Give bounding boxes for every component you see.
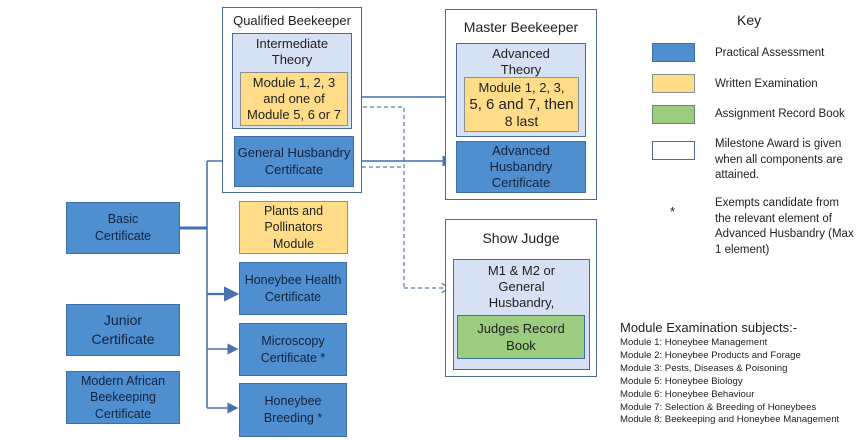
req-line: General: [498, 279, 545, 294]
req-line: M1 & M2 or: [487, 263, 556, 278]
advanced-theory-title-1: Advanced: [492, 46, 550, 61]
key-swatch-milestone: [652, 141, 695, 160]
exam-line: 8 last: [504, 113, 539, 129]
label-line: Plants and: [263, 203, 324, 218]
module-item: Module 1: Honeybee Management: [620, 337, 768, 348]
plants-and-pollinators-module[interactable]: Plants and Pollinators Module: [239, 201, 348, 254]
exam-line: Module 5, 6 or 7: [247, 107, 341, 122]
label-line: Honeybee Health: [244, 272, 342, 287]
honeybee-breeding[interactable]: Honeybee Breeding *: [239, 383, 347, 437]
intermediate-theory-title-1: Intermediate: [255, 36, 329, 51]
label-line: when all components are: [715, 153, 843, 166]
module-examination-subjects: Module Examination subjects:- Module 1: …: [620, 320, 862, 427]
label-line: Exempts candidate from: [715, 197, 840, 209]
key-legend: Key Practical Assessment Written Examina…: [640, 0, 862, 270]
general-husbandry-certificate[interactable]: General Husbandry Certificate: [234, 136, 354, 187]
module-item: Module 6: Honeybee Behaviour: [620, 388, 755, 400]
req-line: Husbandry,: [488, 295, 555, 310]
label-line: Milestone Award is given: [715, 138, 842, 150]
show-judge-title: Show Judge: [482, 230, 560, 246]
exam-line: Module 1, 2, 3,: [478, 80, 565, 95]
honeybee-health-certificate[interactable]: Honeybee Health Certificate: [239, 262, 347, 315]
exam-line: and one of: [263, 91, 325, 106]
junior-certificate[interactable]: Junior Certificate: [66, 304, 180, 356]
key-swatch-assignment: [652, 105, 695, 124]
label-line: the relevant element of: [715, 212, 832, 225]
modern-african-beekeeping-certificate[interactable]: Modern African Beekeeping Certificate: [66, 371, 180, 424]
intermediate-theory-title-2: Theory: [271, 52, 313, 67]
exam-line: Module 1, 2, 3: [252, 75, 336, 90]
key-label-asterisk: Exempts candidate from the relevant elem…: [715, 196, 854, 258]
judges-record-book[interactable]: Judges Record Book: [457, 315, 585, 359]
basic-certificate[interactable]: Basic Certificate: [66, 202, 180, 254]
master-beekeeper-award: Master Beekeeper Advanced Theory Module …: [445, 9, 597, 200]
advanced-theory-group: Advanced Theory Module 1, 2, 3, 5, 6 and…: [456, 43, 586, 137]
advanced-theory-title-2: Theory: [500, 62, 542, 77]
key-label-milestone: Milestone Award is given when all compon…: [715, 137, 843, 184]
advanced-husbandry-certificate[interactable]: Advanced Husbandry Certificate: [456, 141, 586, 193]
label-line: Basic: [107, 212, 139, 226]
show-judge-award: Show Judge M1 & M2 or General Husbandry,…: [445, 219, 597, 377]
key-swatch-written: [652, 74, 695, 93]
module-item: Module 2: Honeybee Products and Forage: [620, 349, 801, 361]
modules-title: Module Examination subjects:-: [620, 320, 798, 335]
label-line: Modern African: [80, 373, 166, 388]
master-beekeeper-title: Master Beekeeper: [463, 19, 579, 35]
show-judge-requirements: M1 & M2 or General Husbandry, Judges Rec…: [453, 259, 590, 370]
module-item: Module 8: Beekeeping and Honeybee Manage…: [620, 414, 840, 426]
label-line: Advanced: [492, 143, 550, 158]
exam-line: 5, 6 and 7, then: [469, 96, 574, 113]
intermediate-theory-exam[interactable]: Module 1, 2, 3 and one of Module 5, 6 or…: [240, 72, 348, 126]
label-line: Beekeeping: [89, 390, 157, 405]
label-line: Microscopy: [261, 333, 325, 348]
label-line: Advanced Husbandry (Max: [715, 228, 854, 241]
module-item: Module 5: Honeybee Biology: [620, 375, 743, 387]
label-line: General Husbandry: [237, 144, 351, 160]
key-swatch-practical: [652, 43, 695, 62]
asterisk-symbol: *: [670, 204, 676, 219]
key-label-practical: Practical Assessment: [715, 47, 825, 59]
label-line: Module: [273, 236, 314, 251]
label-line: 1 element): [715, 243, 770, 256]
qualified-beekeeper-award: Qualified Beekeeper Intermediate Theory …: [222, 7, 362, 193]
label-line: Judges Record: [477, 321, 565, 336]
label-line: Pollinators: [264, 220, 323, 235]
label-line: Certificate: [264, 289, 322, 304]
advanced-theory-exam[interactable]: Module 1, 2, 3, 5, 6 and 7, then 8 last: [464, 77, 579, 132]
label-line: Certificate: [94, 406, 152, 421]
label-line: Certificate: [94, 229, 152, 243]
label-line: Certificate: [91, 331, 155, 347]
label-line: Husbandry: [489, 159, 553, 174]
label-line: Certificate: [264, 161, 324, 177]
label-line: Certificate *: [260, 350, 326, 365]
label-line: Honeybee: [264, 394, 322, 408]
label-line: Book: [506, 338, 536, 353]
key-label-written: Written Examination: [715, 78, 818, 90]
label-line: Junior: [103, 312, 143, 328]
label-line: Breeding *: [263, 411, 323, 425]
key-title: Key: [737, 12, 762, 28]
label-line: attained.: [715, 169, 760, 182]
module-item: Module 3: Pests, Diseases & Poisoning: [620, 362, 788, 374]
label-line: Certificate: [491, 175, 551, 190]
qualified-beekeeper-title: Qualified Beekeeper: [233, 13, 351, 28]
microscopy-certificate[interactable]: Microscopy Certificate *: [239, 323, 347, 376]
intermediate-theory-group: Intermediate Theory Module 1, 2, 3 and o…: [232, 33, 352, 129]
key-label-assignment: Assignment Record Book: [715, 108, 845, 120]
module-item: Module 7: Selection & Breeding of Honeyb…: [620, 401, 817, 413]
